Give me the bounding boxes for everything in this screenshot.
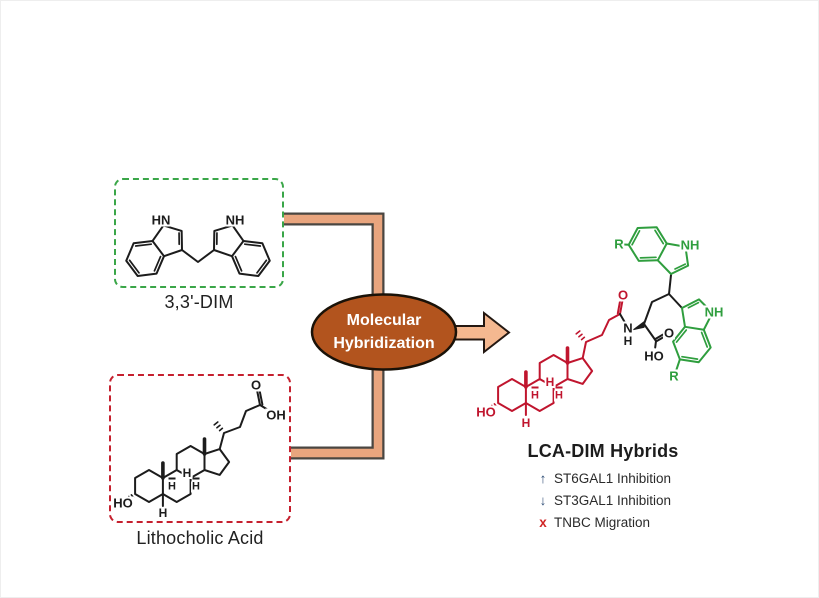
atom-label-h: H — [167, 480, 177, 493]
atom-label-h: H — [554, 389, 564, 402]
atom-label-h: H — [191, 480, 201, 493]
effect-text: ST6GAL1 Inhibition — [553, 470, 672, 486]
effect-row: x TNBC Migration — [535, 511, 650, 533]
atom-label-nh: NH — [679, 237, 701, 253]
atom-label-h: H — [520, 416, 532, 430]
dim-box — [114, 178, 284, 288]
pipe-top — [284, 212, 385, 306]
atom-label-hn: HN — [150, 212, 172, 228]
up-arrow-icon: ↑ — [539, 470, 547, 486]
hybrid-annotation: LCA-DIM Hybrids ↑ ST6GAL1 Inhibition ↓ ST3G… — [498, 441, 708, 533]
atom-label-h: H — [622, 334, 634, 348]
atom-label-ho: HO — [112, 495, 134, 511]
dim-caption: 3,3'-DIM — [164, 292, 234, 312]
down-arrow-icon: ↓ — [539, 492, 547, 508]
hybrid-structure-drawing — [487, 222, 729, 417]
effect-text: ST3GAL1 Inhibition — [553, 492, 672, 508]
x-icon: x — [539, 514, 547, 530]
atom-label-oh: OH — [265, 407, 287, 423]
effect-row: ↓ ST3GAL1 Inhibition — [535, 489, 671, 511]
dim-structure: HN NH — [116, 180, 282, 286]
hybrid-title: LCA-DIM Hybrids — [527, 441, 679, 461]
pipe-bottom — [291, 361, 385, 460]
atom-label-h: H — [544, 375, 556, 389]
atom-label-ho: HO — [643, 348, 665, 364]
effect-row: ↑ ST6GAL1 Inhibition — [535, 467, 671, 489]
atom-label-o: O — [662, 325, 676, 341]
atom-label-ho: HO — [475, 404, 497, 420]
atom-label-r: R — [613, 236, 625, 252]
hybridization-label-line1: Molecular — [346, 311, 422, 329]
hybridization-ellipse — [310, 293, 458, 371]
atom-label-h: H — [181, 466, 193, 480]
atom-label-nh: NH — [703, 304, 725, 320]
atom-label-h: H — [530, 389, 540, 402]
atom-label-o: O — [249, 377, 263, 393]
atom-label-nh: NH — [224, 212, 246, 228]
hybridization-label: Molecular Hybridization — [304, 306, 464, 358]
lca-structure-drawing — [124, 388, 270, 508]
hybridization-label-line2: Hybridization — [333, 335, 435, 352]
lca-caption: Lithocholic Acid — [136, 528, 264, 548]
atom-label-h: H — [157, 506, 169, 520]
dim-structure-drawing — [118, 211, 278, 286]
atom-label-n: N — [622, 320, 634, 336]
right-arrow-icon — [453, 310, 511, 355]
atom-label-r: R — [668, 368, 680, 384]
atom-label-o: O — [616, 287, 630, 303]
effect-text: TNBC Migration — [553, 514, 650, 530]
